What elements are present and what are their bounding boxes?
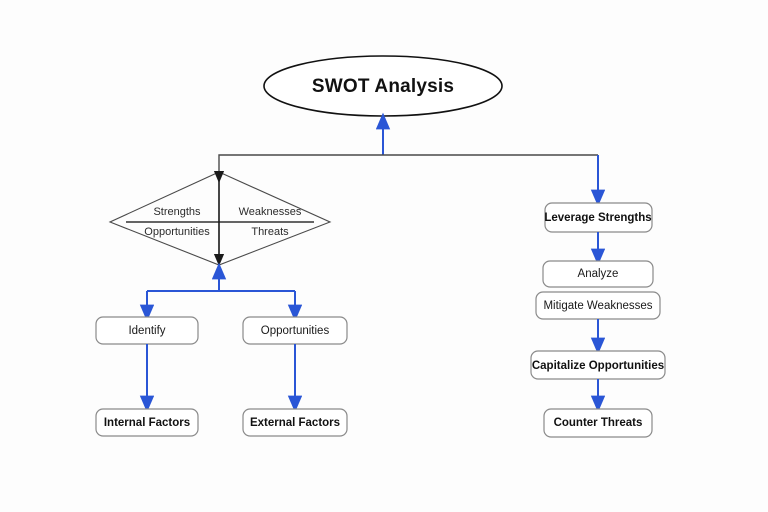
node-identify-label: Identify <box>128 325 165 337</box>
node-internal-factors-box[interactable] <box>95 408 199 437</box>
node-analyze-box[interactable] <box>542 260 654 288</box>
bus-line-horizontal <box>218 154 598 172</box>
title-node-label: SWOT Analysis <box>312 76 454 97</box>
node-external-factors-label: External Factors <box>250 417 340 429</box>
node-counter-threats-box[interactable] <box>543 408 653 438</box>
node-counter-threats-label: Counter Threats <box>554 417 643 429</box>
quadrant-label-threats: Threats <box>251 226 289 238</box>
node-capitalize-opportunities-label: Capitalize Opportunities <box>532 360 664 372</box>
node-analyze-label: Analyze <box>578 268 619 280</box>
node-internal-factors-label: Internal Factors <box>104 417 190 429</box>
swot-matrix-diamond <box>108 171 332 266</box>
quadrant-label-opportunities: Opportunities <box>144 226 210 238</box>
node-opportunities-label: Opportunities <box>261 325 330 337</box>
node-external-factors-box[interactable] <box>242 408 348 437</box>
quadrant-label-strengths: Strengths <box>153 206 201 218</box>
node-leverage-strengths-label: Leverage Strengths <box>544 212 651 224</box>
node-mitigate-weaknesses-label: Mitigate Weaknesses <box>543 300 652 312</box>
quadrant-label-weaknesses: Weaknesses <box>239 206 302 218</box>
